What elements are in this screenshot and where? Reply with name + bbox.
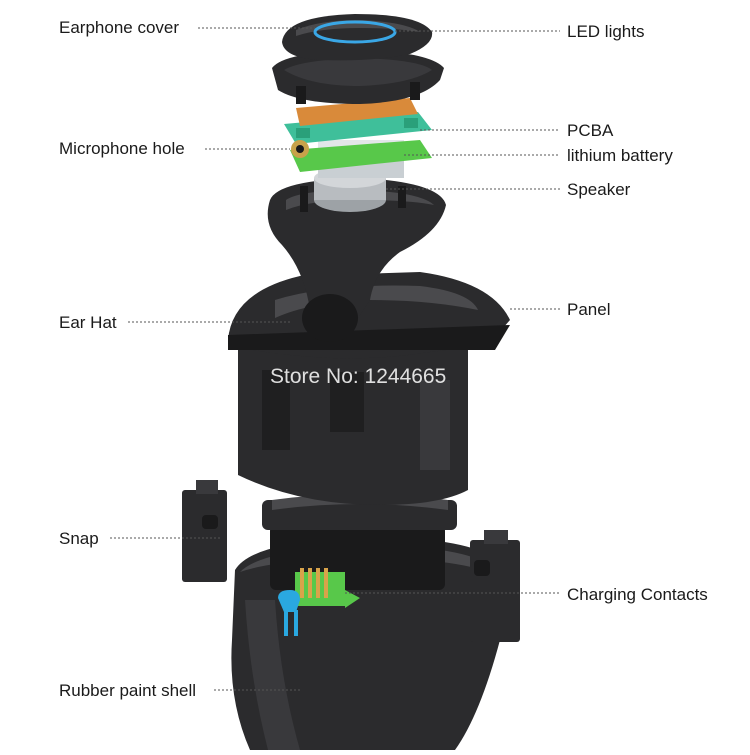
pcba-board [284,112,432,172]
label-rubber-paint-shell: Rubber paint shell [59,681,196,700]
label-earphone-cover: Earphone cover [59,18,179,37]
earphone-cover [282,14,433,61]
middle-housing [238,345,468,505]
battery-foam-layer [296,98,418,126]
store-watermark: Store No: 1244665 [270,365,446,388]
label-ear-hat: Ear Hat [59,313,117,332]
label-panel: Panel [567,300,610,319]
charging-contacts [278,590,300,636]
microphone-hole-component [291,140,309,158]
label-snap: Snap [59,529,99,548]
snap-left [182,480,227,582]
label-microphone-hole: Microphone hole [59,139,185,158]
panel [228,272,510,359]
labels: Earphone cover LED lights PCBA Microphon… [59,18,708,700]
leader-lines [110,27,560,691]
label-lithium-battery: lithium battery [567,146,673,165]
label-pcba: PCBA [567,121,614,140]
label-led-lights: LED lights [567,22,644,41]
charging-module [262,494,457,608]
label-speaker: Speaker [567,180,631,199]
led-ring [313,20,397,44]
snap-right [470,530,520,642]
label-charging-contacts: Charging Contacts [567,585,708,604]
cover-frame [272,50,444,104]
